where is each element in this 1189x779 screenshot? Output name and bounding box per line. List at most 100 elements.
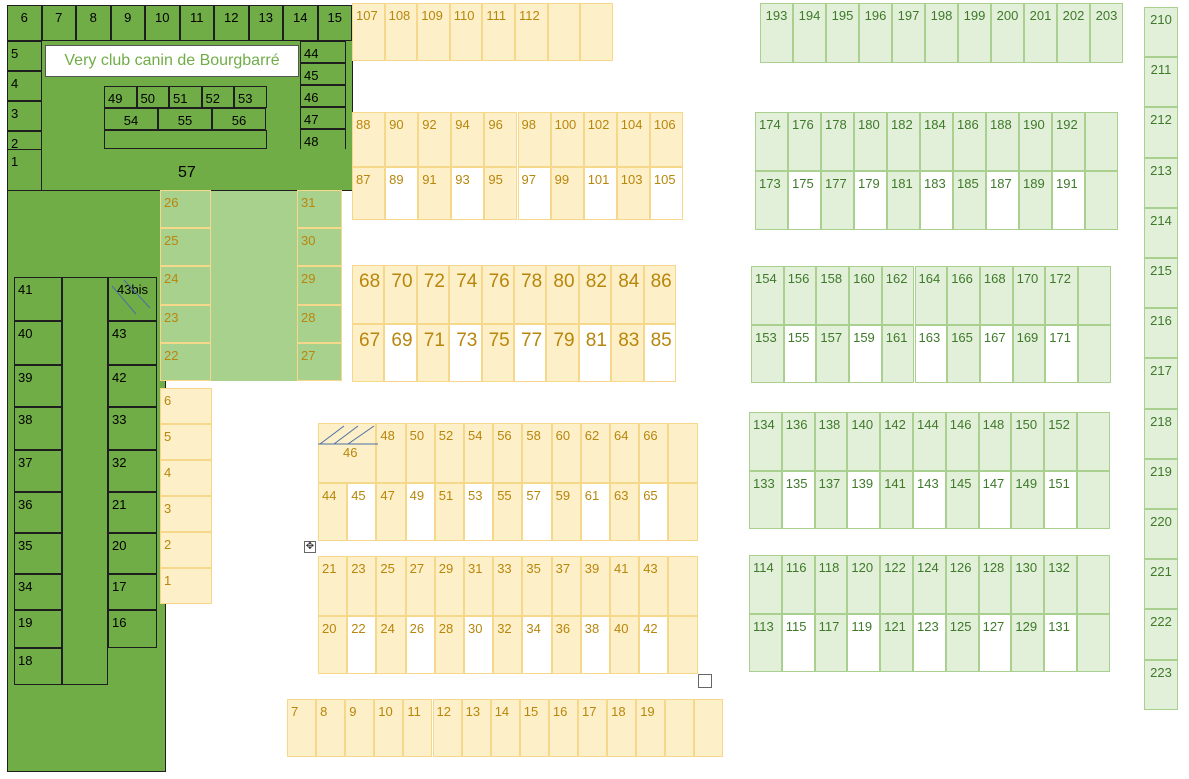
lot-cell: 78 — [514, 265, 547, 324]
lot-cell: 70 — [384, 265, 417, 324]
lot-cell: 73 — [449, 324, 482, 382]
lot-cell: 90 — [385, 112, 419, 167]
lot-cell: 147 — [978, 471, 1012, 529]
lot-cell: 100 — [550, 112, 584, 167]
lot-cell: 83 — [611, 324, 644, 382]
lot-cell — [665, 699, 695, 757]
lot-cell: 168 — [979, 266, 1013, 325]
lot-cell: 146 — [945, 412, 979, 471]
lot-cell: 47 — [376, 483, 406, 541]
lot-cell: 203 — [1090, 3, 1123, 63]
lot-cell: 156 — [783, 266, 817, 325]
lot-cell: 201 — [1024, 3, 1057, 63]
lot-cell: 32 — [493, 616, 523, 674]
lot-cell: 1 — [7, 149, 42, 191]
lot-cell: 9 — [110, 5, 145, 41]
lot-cell: 56 — [493, 423, 523, 483]
lot-cell: 155 — [783, 325, 817, 383]
lot-cell: 196 — [859, 3, 892, 63]
lot-cell: 8 — [316, 699, 346, 757]
lot-cell: 133 — [749, 471, 782, 529]
lot-cell: 49 — [104, 86, 137, 108]
lot-cell: 24 — [160, 266, 211, 305]
lot-cell — [580, 3, 613, 61]
lot-cell: 96 — [484, 112, 518, 167]
lot-cell: 8 — [76, 5, 111, 41]
lot-cell: 71 — [416, 324, 450, 382]
square-handle-icon[interactable] — [698, 674, 712, 688]
lot-cell: 99 — [550, 167, 584, 220]
lot-cell: 49 — [405, 483, 435, 541]
lot-cell: 148 — [978, 412, 1012, 471]
lot-cell: 57 — [522, 483, 552, 541]
lot-cell: 171 — [1045, 325, 1078, 383]
lot-cell: 12 — [432, 699, 462, 757]
lot-cell: 52 — [201, 86, 234, 108]
lot-cell: 44 — [318, 483, 348, 541]
lot-cell: 55 — [158, 108, 212, 130]
lot-cell: 14 — [283, 5, 318, 41]
lot-cell: 9 — [345, 699, 375, 757]
lot-cell: 176 — [788, 112, 821, 171]
lot-cell: 62 — [580, 423, 610, 483]
lot-cell: 111 — [482, 3, 515, 61]
lot-cell: 64 — [610, 423, 640, 483]
lot-cell: 72 — [416, 265, 450, 324]
lot-cell: 77 — [514, 324, 547, 382]
lot-cell: 6 — [160, 388, 212, 424]
lot-cell: 39 — [580, 556, 610, 616]
lot-cell: 29 — [434, 556, 464, 616]
lot-cell: 137 — [814, 471, 848, 529]
lot-cell: 36 — [551, 616, 581, 674]
lot-cell: 165 — [947, 325, 980, 383]
lot-cell — [668, 483, 698, 541]
lot-cell: 222 — [1144, 609, 1178, 660]
lot-cell: 13 — [248, 5, 283, 41]
lot-cell: 153 — [751, 325, 784, 383]
lot-cell: 106 — [649, 112, 683, 167]
lot-cell: 28 — [434, 616, 464, 674]
lot-cell: 5 — [7, 41, 42, 71]
lot-cell: 193 — [760, 3, 793, 63]
lot-cell: 54 — [464, 423, 494, 483]
lot-cell: 138 — [814, 412, 848, 471]
lot-cell: 29 — [297, 266, 342, 305]
lot-cell: 192 — [1052, 112, 1085, 171]
lot-cell: 81 — [578, 324, 612, 382]
lot-cell: 25 — [376, 556, 406, 616]
lot-cell: 4 — [160, 460, 212, 496]
lot-cell: 198 — [925, 3, 958, 63]
lot-cell: 6 — [7, 5, 42, 41]
lot-cell: 65 — [639, 483, 669, 541]
lot-cell: 84 — [611, 265, 644, 324]
lot-cell: 89 — [385, 167, 419, 220]
lot-cell — [1078, 325, 1111, 383]
lot-cell — [1077, 614, 1110, 672]
lot-cell — [547, 3, 581, 61]
lot-cell: 162 — [881, 266, 915, 325]
lot-cell: 134 — [749, 412, 782, 471]
lot-cell: 221 — [1144, 559, 1178, 610]
lot-cell: 169 — [1012, 325, 1046, 383]
lot-cell: 53 — [234, 86, 267, 108]
move-arrows-icon[interactable]: ✥ — [304, 541, 316, 553]
lot-cell: 124 — [913, 555, 946, 614]
lot-cell: 152 — [1044, 412, 1077, 471]
lot-cell: 23 — [160, 304, 211, 343]
lot-cell: 101 — [583, 167, 617, 220]
lot-cell: 51 — [169, 86, 202, 108]
lot-cell: 149 — [1011, 471, 1045, 529]
lot-cell: 189 — [1019, 171, 1052, 230]
lot-cell: 51 — [434, 483, 464, 541]
lot-cell: 27 — [297, 342, 342, 381]
lot-cell: 197 — [892, 3, 925, 63]
lot-cell: 69 — [384, 324, 417, 382]
lot-cell: 21 — [108, 492, 157, 533]
lot-cell: 13 — [461, 699, 491, 757]
lot-cell: 130 — [1011, 555, 1045, 614]
lot-cell: 40 — [610, 616, 640, 674]
lot-cell: 61 — [580, 483, 610, 541]
lot-cell: 32 — [108, 450, 157, 492]
lot-cell: 20 — [108, 533, 157, 574]
lot-cell: 214 — [1144, 207, 1178, 258]
